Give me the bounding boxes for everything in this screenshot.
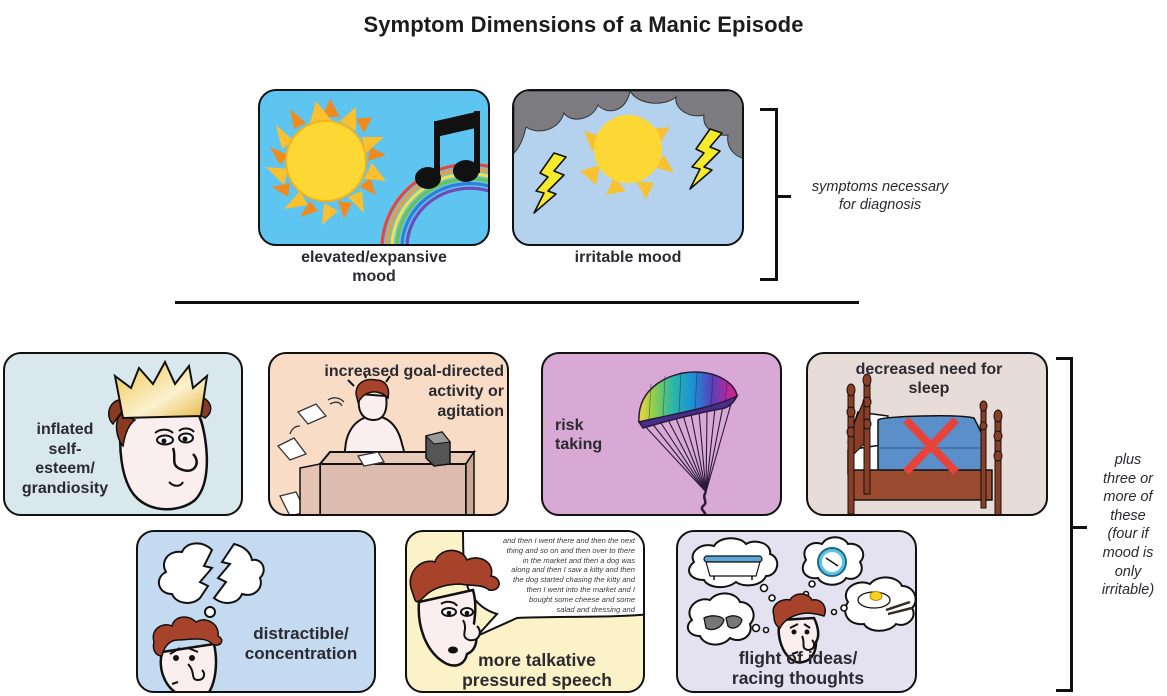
red-x-icon: [903, 417, 959, 475]
label-goal-directed-activity: increased goal-directed activity or agit…: [324, 363, 504, 420]
label-flight-of-ideas: flight of ideas/ racing thoughts: [731, 648, 865, 688]
diagram-title: Symptom Dimensions of a Manic Episode: [363, 12, 804, 37]
necessary-symptoms-bracket-tick: [775, 195, 791, 198]
bathtub-thought-icon: [688, 537, 779, 588]
parachute-icon: [637, 371, 739, 514]
face-icon: [152, 616, 223, 691]
fried-egg-thought-icon: [844, 576, 915, 632]
bed-icon: [846, 373, 1003, 514]
additional-symptoms-bracket: [1056, 357, 1073, 692]
storm-cloud-icon: [514, 91, 742, 159]
face-icon: [772, 593, 826, 664]
label-risk-taking: risk taking: [555, 417, 603, 453]
panel-goal-directed-activity: increased goal-directed activity or agit…: [268, 352, 509, 516]
clock-thought-icon: [801, 536, 865, 586]
sunglasses-thought-icon: [686, 592, 755, 646]
sun-icon: [266, 99, 386, 225]
label-distractible: distractible/ concentration: [244, 624, 358, 663]
elevated-mood-illustration: [266, 99, 488, 244]
additional-symptoms-bracket-tick: [1070, 526, 1087, 529]
panel-inflated-self-esteem: inflated self- esteem/ grandiosity: [3, 352, 243, 516]
panel-pressured-speech: and then I went there and then the next …: [405, 530, 645, 693]
group-separator-line: [175, 301, 859, 304]
panel-elevated-mood: [258, 89, 490, 246]
music-note-icon: [415, 111, 480, 189]
distractible-illustration: [152, 542, 265, 691]
necessary-symptoms-bracket: [760, 108, 778, 281]
label-inflated-self-esteem: inflated self- esteem/ grandiosity: [21, 421, 109, 497]
broken-thought-cloud-icon: [157, 542, 265, 604]
panel-distractible: distractible/ concentration: [136, 530, 376, 693]
crowned-face-icon: [108, 359, 212, 511]
irritable-mood-illustration: [514, 91, 742, 214]
lightning-bolt-icon: [689, 128, 723, 190]
annotation-additional: plus three or more of these (four if moo…: [1101, 452, 1155, 599]
annotation-necessary: symptoms necessary for diagnosis: [811, 179, 949, 213]
sun-icon: [580, 115, 674, 199]
panel-flight-of-ideas: flight of ideas/ racing thoughts: [676, 530, 917, 693]
label-elevated-mood: elevated/expansive mood: [301, 249, 447, 285]
flight-of-ideas-illustration: [686, 536, 915, 664]
panel-risk-taking: risk taking: [541, 352, 782, 516]
person-at-desk-icon: [276, 371, 476, 514]
speech-bubble-text: and then I went there and then the next …: [502, 536, 635, 614]
lightning-bolt-icon: [533, 152, 567, 214]
panel-decreased-sleep: decreased need for sleep: [806, 352, 1048, 516]
label-decreased-sleep: decreased need for sleep: [855, 361, 1003, 397]
label-irritable-mood: irritable mood: [574, 249, 682, 266]
label-pressured-speech: more talkative pressured speech: [462, 650, 612, 690]
panel-irritable-mood: [512, 89, 744, 246]
